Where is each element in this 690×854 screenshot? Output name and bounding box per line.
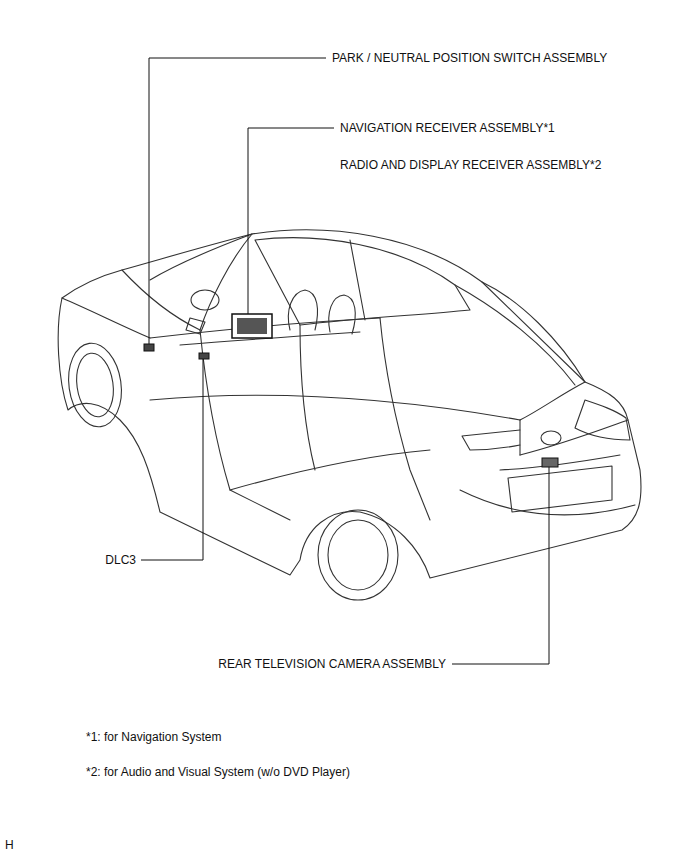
footnote: *1: for Navigation System [86,730,221,744]
footnote: *2: for Audio and Visual System (w/o DVD… [86,765,350,779]
part-label: DLC3 [105,553,136,567]
part-label: NAVIGATION RECEIVER ASSEMBLY*1 [340,121,555,135]
figure-code: H [5,838,14,852]
part-label: REAR TELEVISION CAMERA ASSEMBLY [218,657,446,671]
part-label: PARK / NEUTRAL POSITION SWITCH ASSEMBLY [332,51,607,65]
part-label: RADIO AND DISPLAY RECEIVER ASSEMBLY*2 [340,158,601,172]
